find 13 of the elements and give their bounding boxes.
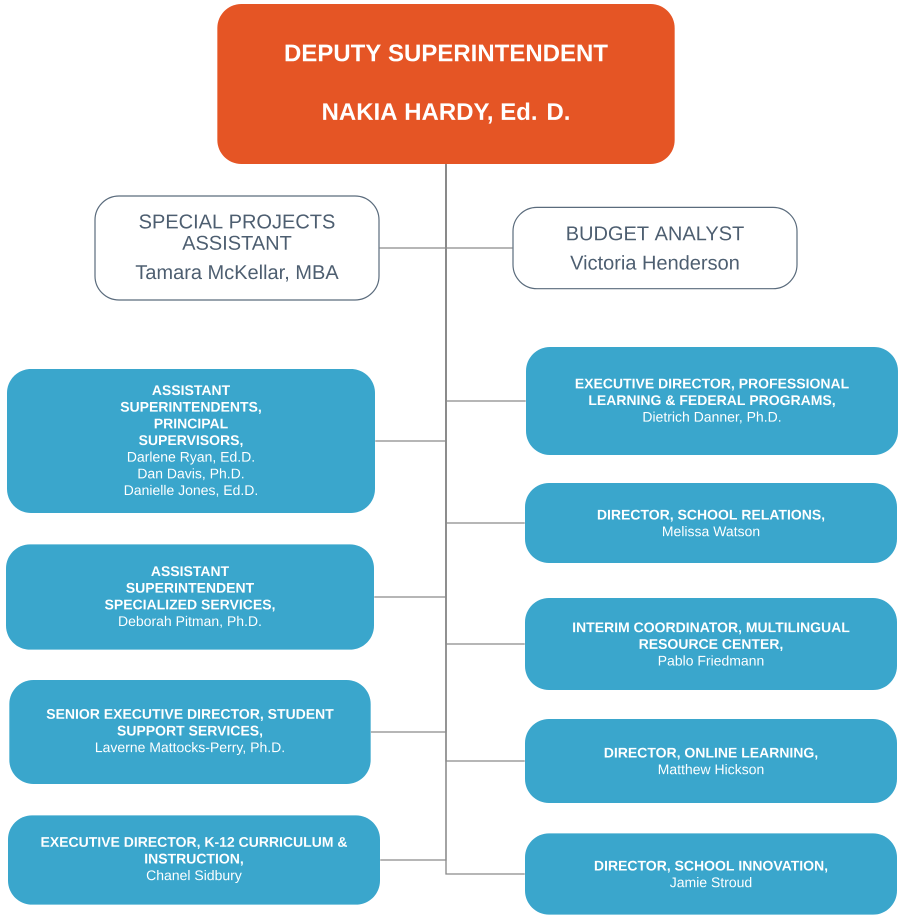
position-box: EXECUTIVE DIRECTOR, PROFESSIONAL LEARNING & FEDERAL PROGRAMS, Dietrich Danner, Ph.D. (526, 347, 898, 455)
position-box: SENIOR EXECUTIVE DIRECTOR, STUDENT SUPPORT SERVICES, Laverne Mattocks-Perry, Ph.D. (9, 680, 371, 784)
position-box: ASSISTANT SUPERINTENDENTS, PRINCIPAL SUPERVISORS, Darlene Ryan, Ed.D. Dan Davis, Ph.D. Danielle Jones, Ed.D. (7, 369, 375, 513)
title-box: DEPUTY SUPERINTENDENT NAKIA HARDY, Ed. D. (217, 4, 675, 164)
position-box: DIRECTOR, SCHOOL RELATIONS, Melissa Watson (525, 483, 897, 563)
position-box: ASSISTANT SUPERINTENDENT SPECIALIZED SERVICES, Deborah Pitman, Ph.D. (6, 544, 374, 650)
position-box: EXECUTIVE DIRECTOR, K-12 CURRICULUM & INSTRUCTION, Chanel Sidbury (8, 815, 380, 905)
position-box: BUDGET ANALYST Victoria Henderson (512, 206, 798, 290)
position-box: SPECIAL PROJECTS ASSISTANT Tamara McKellar, MBA (94, 195, 380, 301)
connector-line (445, 164, 525, 875)
position-box: INTERIM COORDINATOR, MULTILINGUAL RESOURCE CENTER, Pablo Friedmann (525, 598, 897, 690)
position-box: DIRECTOR, ONLINE LEARNING, Matthew Hickson (525, 719, 897, 803)
position-box: DIRECTOR, SCHOOL INNOVATION, Jamie Stroud (525, 833, 897, 915)
